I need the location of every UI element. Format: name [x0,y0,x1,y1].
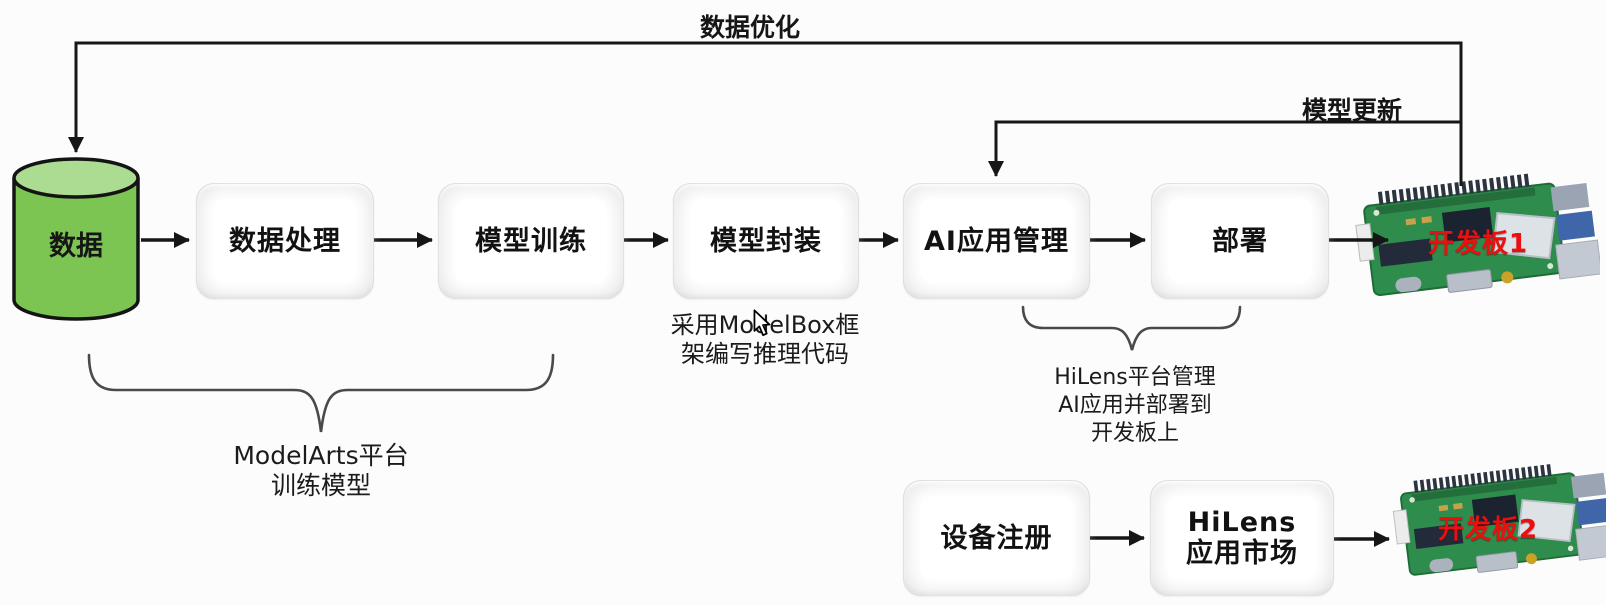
flow-node-data-processing: 数据处理 [196,183,374,299]
flow-node-model-packaging: 模型封装 [673,183,859,299]
flow-node-device-registration: 设备注册 [903,480,1090,596]
database-label: 数据 [49,231,103,262]
modelbox-annotation: 采用ModelBox框 架编写推理代码 [671,311,860,368]
hilens-brace [1021,305,1242,351]
flow-node-label: 部署 [1212,225,1268,257]
flow-node-label: 数据处理 [229,225,341,257]
modelarts-annotation: ModelArts平台 训练模型 [233,441,409,500]
flow-node-hilens-app-market: HiLens 应用市场 [1150,480,1334,596]
flow-node-label: 设备注册 [940,522,1053,554]
flow-node-label: 模型封装 [710,225,822,257]
flow-node-label: 模型训练 [475,225,587,257]
modelarts-brace [87,353,555,433]
flow-node-model-training: 模型训练 [438,183,624,299]
flow-node-label: AI应用管理 [924,225,1069,257]
mouse-cursor-icon [753,309,771,337]
hilens-annotation: HiLens平台管理 AI应用并部署到 开发板上 [1054,365,1216,446]
model-update-label: 模型更新 [1301,96,1402,125]
flow-node-deployment: 部署 [1151,183,1329,299]
dev-board-2-label: 开发板2 [1438,515,1539,545]
data-optimization-label: 数据优化 [699,13,800,42]
flow-node-ai-app-management: AI应用管理 [903,183,1090,299]
dev-board-1-label: 开发板1 [1428,229,1529,259]
flow-node-label: HiLens 应用市场 [1186,507,1298,569]
